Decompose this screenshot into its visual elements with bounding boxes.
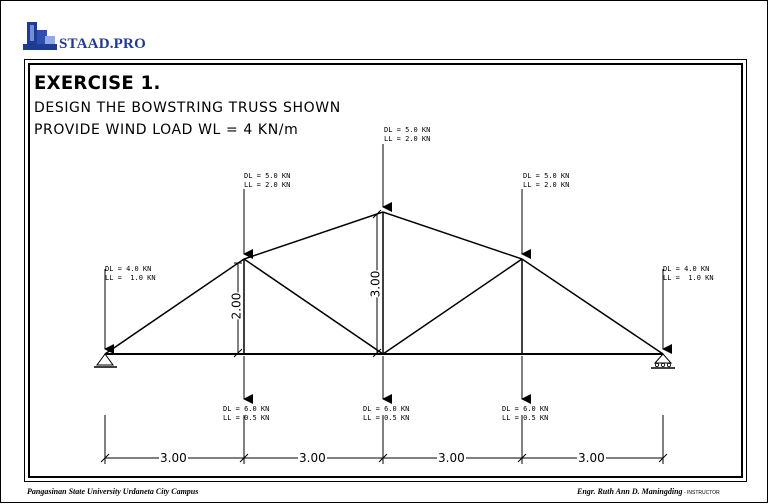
footer-university: Pangasinan State University Urdaneta Cit… <box>27 487 199 496</box>
top-chord <box>104 211 664 355</box>
span-label-4: 3.00 <box>577 451 606 465</box>
span-label-3: 3.00 <box>437 451 466 465</box>
exercise-instruction-1: DESIGN THE BOWSTRING TRUSS SHOWN <box>34 100 341 116</box>
diagonal-member-2 <box>382 258 523 355</box>
span-dimension-line <box>100 415 668 464</box>
height-label-panel: 2.00 <box>229 292 244 320</box>
app-logo-text: STAAD.PRO <box>59 36 146 52</box>
height-label-apex: 3.00 <box>368 270 383 298</box>
staad-pro-logo-icon <box>23 22 57 50</box>
footer-instructor-name: Engr. Ruth Ann D. Maningding <box>577 487 683 496</box>
drawing-frame-inner <box>28 63 743 478</box>
span-label-2: 3.00 <box>298 451 327 465</box>
pin-support-left <box>94 353 117 368</box>
footer-instructor: Engr. Ruth Ann D. Maningding - INSTRUCTO… <box>577 487 720 496</box>
diagonal-member-1 <box>243 258 384 355</box>
roller-support-right <box>651 353 675 369</box>
exercise-instruction-2: PROVIDE WIND LOAD WL = 4 KN/m <box>34 122 299 138</box>
footer-instructor-role: - INSTRUCTOR <box>682 490 720 496</box>
exercise-title: EXERCISE 1. <box>34 72 161 94</box>
span-label-1: 3.00 <box>159 451 188 465</box>
drawing-frame-outer <box>24 59 747 482</box>
